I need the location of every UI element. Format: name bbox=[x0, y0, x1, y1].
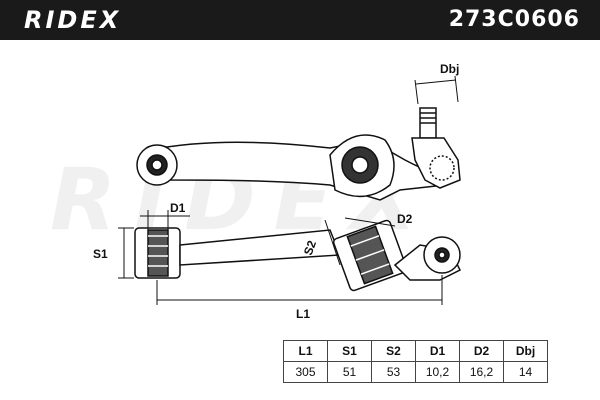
spec-value-cell: 53 bbox=[371, 361, 416, 383]
control-arm-diagram: Dbj S1 D1 bbox=[93, 62, 462, 321]
s2-dimension bbox=[324, 219, 341, 266]
spec-value-cell: 51 bbox=[327, 361, 372, 383]
d1-dimension bbox=[140, 210, 190, 230]
spec-header-cell: Dbj bbox=[503, 340, 548, 362]
spec-value-cell: 305 bbox=[283, 361, 328, 383]
spec-header-cell: L1 bbox=[283, 340, 328, 362]
brand-logo: RIDEX bbox=[24, 6, 122, 34]
spec-value-cell: 16,2 bbox=[459, 361, 504, 383]
spec-value-cell: 14 bbox=[503, 361, 548, 383]
spec-table: L1 S1 S2 D1 D2 Dbj 305 51 53 10,2 16,2 1… bbox=[283, 340, 548, 383]
label-d2: D2 bbox=[397, 212, 413, 226]
spec-header-cell: D1 bbox=[415, 340, 460, 362]
lower-arm-view bbox=[134, 219, 462, 292]
label-s2: S2 bbox=[301, 238, 319, 257]
label-d1: D1 bbox=[170, 201, 186, 215]
spec-header-cell: D2 bbox=[459, 340, 504, 362]
label-dbj: Dbj bbox=[440, 62, 459, 76]
spec-header-cell: S1 bbox=[327, 340, 372, 362]
upper-arm-view bbox=[136, 107, 461, 201]
header-bar: RIDEX 273C0606 bbox=[0, 0, 600, 40]
spec-table-value-row: 305 51 53 10,2 16,2 14 bbox=[283, 361, 548, 383]
spec-table-header-row: L1 S1 S2 D1 D2 Dbj bbox=[283, 340, 548, 362]
spec-value-cell: 10,2 bbox=[415, 361, 460, 383]
center-bushing-side bbox=[332, 219, 408, 292]
dbj-dimension bbox=[414, 75, 459, 105]
part-number: 273C0606 bbox=[448, 7, 580, 32]
s1-dimension bbox=[118, 227, 134, 279]
l1-dimension bbox=[156, 275, 443, 305]
d2-dimension bbox=[344, 217, 396, 227]
spec-header-cell: S2 bbox=[371, 340, 416, 362]
label-s1: S1 bbox=[93, 247, 108, 261]
label-l1: L1 bbox=[296, 307, 310, 321]
